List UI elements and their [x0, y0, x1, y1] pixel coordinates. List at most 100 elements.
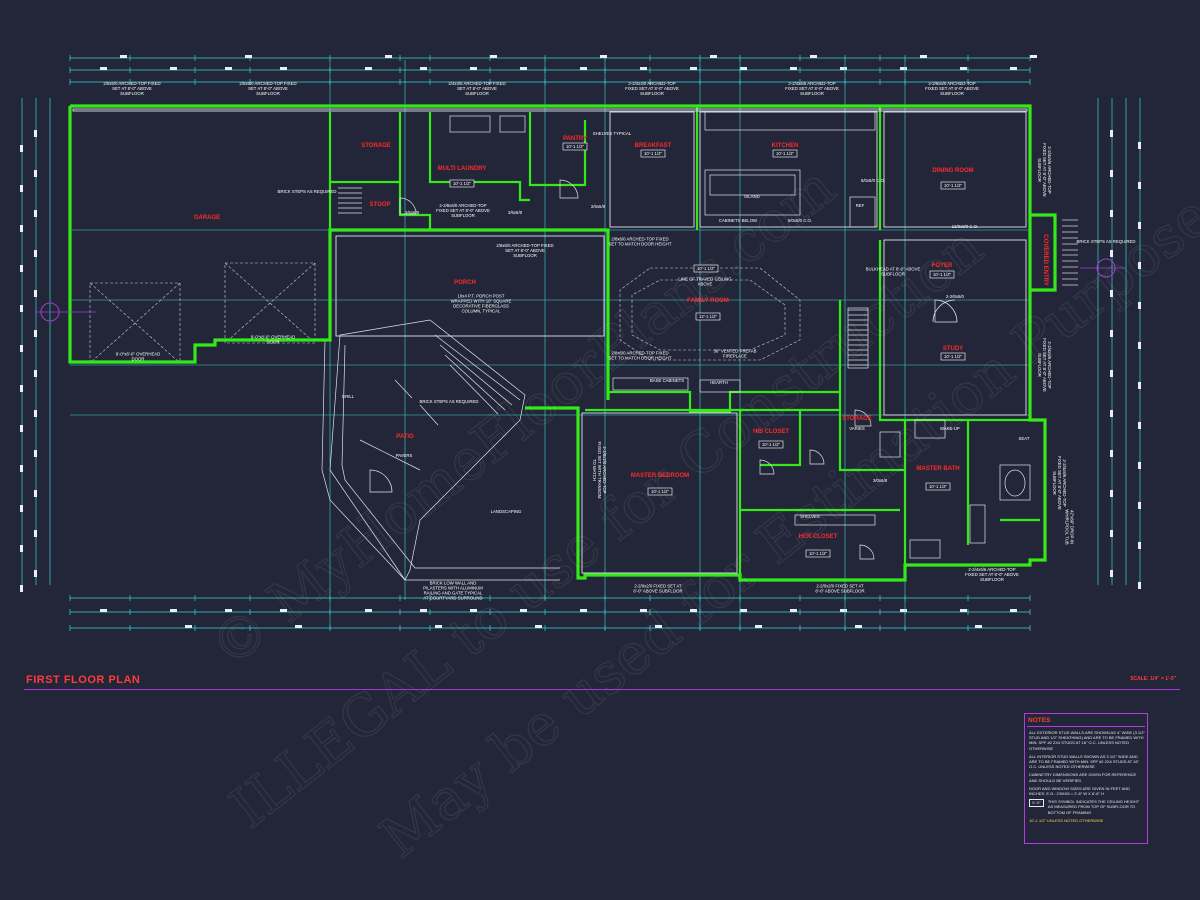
ceiling-height-tag: 12'-1 1/2" — [699, 314, 718, 319]
callout-study-win: 2-2/4x5/6 ARCHED-TOPFIXED SET AT 8'-0" A… — [1037, 338, 1052, 392]
dimension-tag — [34, 250, 37, 257]
patio-outline — [321, 319, 560, 581]
dimension-tag — [100, 67, 107, 70]
callout-text: MAKE-UP — [940, 426, 960, 431]
dimension-tag — [1110, 370, 1113, 377]
note-item: ALL INTERIOR STUD WALLS SHOWN AS 3 1/2" … — [1029, 753, 1140, 770]
notes-panel: NOTES ALL EXTERIOR STUD WALLS ARE SHOWN … — [1024, 713, 1148, 844]
dimension-tag — [1110, 210, 1113, 217]
dimension-tag — [20, 225, 23, 232]
drawing-scale: SCALE: 1/4" = 1'-0" — [1130, 676, 1176, 682]
dimension-tag — [470, 609, 477, 612]
dimension-tag — [920, 55, 927, 58]
exterior-walls — [68, 104, 1057, 582]
dimension-tag — [1138, 342, 1141, 349]
room-label-porch: PORCH — [454, 280, 476, 286]
ceiling-tag-box — [772, 149, 798, 158]
dimension-tag — [170, 609, 177, 612]
dimension-tag — [490, 55, 497, 58]
dimension-tag — [520, 67, 527, 70]
callout-text: 2-2/0x2/0 ARCHED-TOPFIXED SET WITH TRANS… — [592, 442, 607, 499]
ceiling-height-tag: 10'-1 1/2" — [644, 151, 663, 156]
dimension-tag — [640, 67, 647, 70]
callout-text: SHELVES TYPICAL — [593, 131, 632, 136]
dimension-tag — [20, 585, 23, 592]
callout-text: BRICK STEPS AS REQUIRED — [278, 189, 337, 194]
dimension-tag — [1138, 462, 1141, 469]
dimension-tag — [600, 55, 607, 58]
dimension-tag — [20, 465, 23, 472]
ceiling-tag-box — [805, 549, 831, 558]
dimension-tag — [295, 625, 302, 628]
dimension-tag — [225, 609, 232, 612]
callout-shelves-typ: SHELVES TYPICAL — [593, 131, 632, 136]
note-item: CABINETRY DIMENSIONS ARE GIVEN FOR REFER… — [1029, 772, 1137, 783]
dimension-tag — [100, 609, 107, 612]
ceiling-symbol-default: 10'-1 1/2" UNLESS NOTED OTHERWISE — [1029, 817, 1104, 823]
callout-landscaping: LANDSCAPING — [491, 509, 522, 514]
dimension-tag — [655, 625, 662, 628]
dimension-tag — [365, 67, 372, 70]
dimension-tag — [1138, 382, 1141, 389]
room-label-stoop: STOOP — [370, 202, 391, 208]
callout-text: HEARTH — [710, 380, 728, 385]
ceiling-tag-box — [640, 149, 666, 158]
dimension-tag — [1110, 530, 1113, 537]
note-item: ALL EXTERIOR STUD WALLS ARE SHOWN AS 4" … — [1029, 730, 1145, 751]
dimension-tag — [840, 609, 847, 612]
callout-text: 2-2/4x5/6 ARCHED-TOPFIXED SET AT 8'-0" A… — [1037, 143, 1052, 197]
dimension-tag — [34, 530, 37, 537]
dimension-tag — [960, 67, 967, 70]
dimension-tag — [435, 625, 442, 628]
callout-text: 5/0x8/0 C.O. — [788, 218, 812, 223]
dimension-tag — [245, 55, 252, 58]
interior-walls — [328, 106, 1040, 575]
ceiling-tag-box — [693, 264, 719, 273]
callout-shelves: SHELVES — [800, 514, 820, 519]
room-label-laundry: MULTI LAUNDRY — [438, 166, 487, 172]
room-label-master-bedroom: MASTER BEDROOM — [631, 473, 689, 479]
ceiling-height-tag: 10'-1 1/2" — [809, 551, 828, 556]
room-label-pantry: PANTRY — [563, 136, 587, 142]
callout-text: 42"x60" DROP-INWHIRLPOOL TUB — [1065, 509, 1075, 544]
garage-door-outlines — [89, 262, 316, 364]
ceiling-tag-box — [929, 270, 955, 279]
dimension-tag — [1138, 422, 1141, 429]
ceiling-tag-box — [562, 142, 588, 151]
callout-text: PAVERS — [396, 453, 413, 458]
callout-text: 2-2/4x5/6 ARCHED-TOPFIXED SET AT 8'-0" A… — [1052, 456, 1067, 510]
ceiling-height-tag: 10'-1 1/2" — [944, 354, 963, 359]
ceiling-height-tag: 10'-1 1/2" — [453, 181, 472, 186]
dimension-tag — [34, 490, 37, 497]
callout-text: GRILL — [342, 394, 355, 399]
callout-door-foyer: 12/0x8/0 C.O. — [952, 224, 979, 229]
callout-makeup: MAKE-UP — [940, 426, 960, 431]
dimension-tag — [34, 370, 37, 377]
dimension-tag — [185, 625, 192, 628]
dimension-tag — [810, 55, 817, 58]
callout-door-pantry: 2/6x6/8 — [508, 210, 523, 215]
dimension-tag — [280, 609, 287, 612]
callout-text: REF — [856, 203, 865, 208]
room-label-family: FAMILY ROOM — [687, 298, 729, 304]
room-label-covered-entry: COVERED ENTRY — [1042, 234, 1048, 285]
room-label-study: STUDY — [943, 346, 963, 352]
dimension-tag — [740, 67, 747, 70]
ceiling-height-tag: 10'-1 1/2" — [566, 144, 585, 149]
room-label-storage: STORAGE — [361, 143, 391, 149]
ceiling-height-tags: 10'-1 1/2" 10'-1 1/2" 10'-1 1/2" 10'-1 1/2"… — [449, 142, 966, 558]
